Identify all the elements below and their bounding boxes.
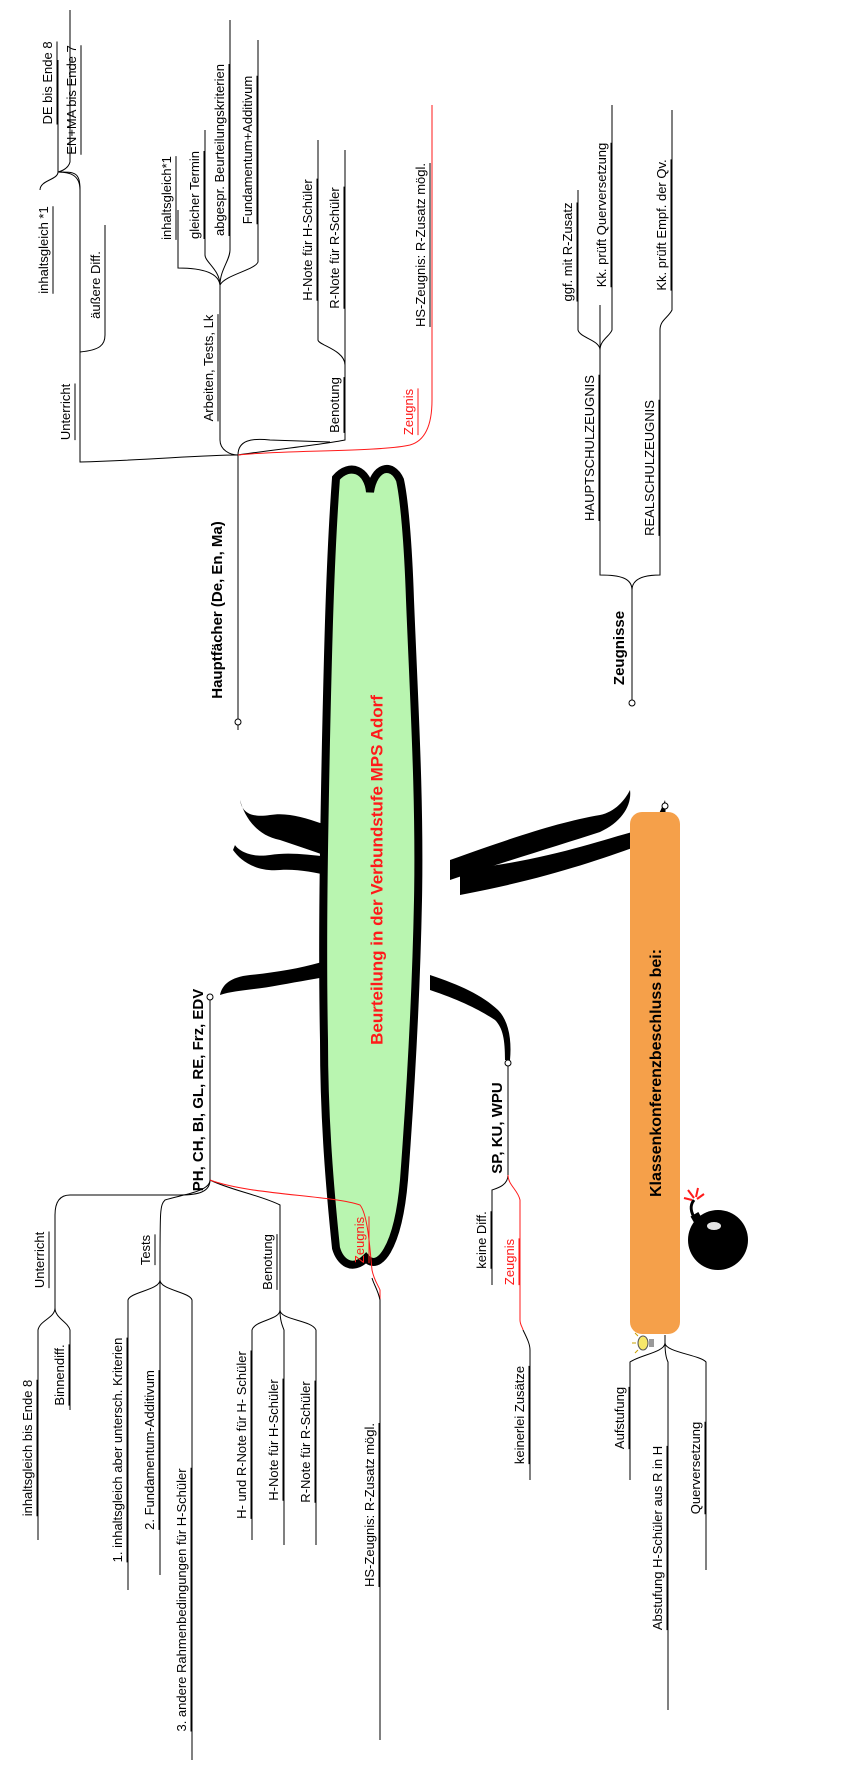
kk-node-dot bbox=[661, 802, 669, 810]
neben-unterricht-item-1[interactable]: inhaltsgleich bis Ende 8 bbox=[20, 1380, 35, 1517]
neben-tests-item-1[interactable]: 1. inhaltsgleich aber untersch. Kriterie… bbox=[110, 1338, 125, 1563]
neben-benotung-label[interactable]: Benotung bbox=[260, 1234, 275, 1290]
zeugnisse-branch-lines bbox=[577, 105, 673, 700]
neben-zeugnis-label[interactable]: Zeugnis bbox=[352, 1216, 367, 1263]
neben-node-dot bbox=[206, 993, 214, 1001]
lightbulb-icon bbox=[632, 1332, 654, 1354]
neben-branch-lines bbox=[37, 1000, 317, 1760]
sp-keinerlei-label[interactable]: keinerlei Zusätze bbox=[512, 1366, 527, 1464]
neben-zeugnis-item[interactable]: HS-Zeugnis: R-Zusatz mögl. bbox=[362, 1423, 377, 1587]
haupt-arbeiten-label[interactable]: Arbeiten, Tests, Lk bbox=[201, 314, 216, 421]
sp-branch-label[interactable]: SP, KU, WPU bbox=[489, 1082, 506, 1173]
zeugnisse-rs-label[interactable]: REALSCHULZEUGNIS bbox=[642, 400, 657, 536]
central-connectors bbox=[220, 790, 666, 1060]
haupt-benotung-item-2[interactable]: R-Note für R-Schüler bbox=[327, 187, 342, 309]
bomb-icon bbox=[683, 1187, 748, 1270]
haupt-en-ma-label[interactable]: EN+MA bis Ende 7 bbox=[64, 45, 79, 154]
haupt-benotung-item-1[interactable]: H-Note für H-Schüler bbox=[300, 179, 315, 301]
haupt-node-dot bbox=[234, 718, 242, 726]
zeugnisse-hs-label[interactable]: HAUPTSCHULZEUGNIS bbox=[582, 375, 597, 521]
neben-tests-item-3[interactable]: 3. andere Rahmenbedingungen für H-Schüle… bbox=[174, 1468, 189, 1732]
zeugnisse-hs-item-1[interactable]: ggf. mit R-Zusatz bbox=[560, 203, 575, 302]
haupt-zeugnis-item[interactable]: HS-Zeugnis: R-Zusatz mögl. bbox=[413, 163, 428, 327]
neben-benotung-item-2[interactable]: H-Note für H-Schüler bbox=[266, 1379, 281, 1501]
kk-branch-lines bbox=[629, 808, 707, 1710]
zeugnisse-rs-item[interactable]: Kk. prüft Empf. der Qv. bbox=[654, 159, 669, 290]
neben-unterricht-label[interactable]: Unterricht bbox=[32, 1231, 47, 1288]
sp-zeugnis-label[interactable]: Zeugnis bbox=[502, 1238, 517, 1285]
haupt-zeugnis-line bbox=[237, 105, 433, 456]
kk-item-1[interactable]: Aufstufung bbox=[612, 1387, 627, 1449]
haupt-arbeiten-item-3[interactable]: abgespr. Beurteilungskriterien bbox=[212, 64, 227, 236]
neben-benotung-item-1[interactable]: H- und R-Note für H- Schüler bbox=[234, 1351, 249, 1519]
cloud-shape bbox=[319, 465, 423, 1269]
haupt-unterricht-label[interactable]: Unterricht bbox=[58, 383, 73, 440]
kk-item-3[interactable]: Querversetzung bbox=[688, 1422, 703, 1515]
haupt-arbeiten-item-1[interactable]: inhaltsgleich*1 bbox=[159, 156, 174, 240]
kk-badge[interactable]: Klassenkonferenzbeschluss bei: bbox=[630, 812, 680, 1334]
zeugnisse-hs-item-2[interactable]: Kk. prüft Querversetzung bbox=[594, 143, 609, 288]
haupt-de-label[interactable]: DE bis Ende 8 bbox=[40, 41, 55, 124]
central-topic-cloud[interactable]: Beurteilung in der Verbundstufe MPS Ador… bbox=[319, 465, 423, 1269]
neben-tests-item-2[interactable]: 2. Fundamentum-Additivum bbox=[142, 1370, 157, 1530]
haupt-branch-label[interactable]: Hauptfächer (De, En, Ma) bbox=[209, 521, 226, 699]
neben-branch-label[interactable]: PH, CH, BI, GL, RE, Frz, EDV bbox=[190, 989, 207, 1192]
sp-zeugnis-line bbox=[507, 1174, 524, 1331]
zeugnisse-node-dot bbox=[628, 699, 636, 707]
haupt-arbeiten-item-2[interactable]: gleicher Termin bbox=[187, 151, 202, 239]
zeugnisse-branch-label[interactable]: Zeugnisse bbox=[611, 611, 628, 685]
sp-node-dot bbox=[504, 1059, 512, 1067]
haupt-zeugnis-label[interactable]: Zeugnis bbox=[401, 388, 416, 435]
haupt-aeussere-label[interactable]: äußere Diff. bbox=[88, 251, 103, 319]
neben-tests-label[interactable]: Tests bbox=[138, 1234, 153, 1265]
kk-item-2[interactable]: Abstufung H-Schüler aus R in H bbox=[650, 1446, 665, 1630]
haupt-arbeiten-item-4[interactable]: Fundamentum+Additivum bbox=[240, 76, 255, 225]
neben-zeugnis-line bbox=[209, 1179, 381, 1740]
neben-benotung-item-3[interactable]: R-Note für R-Schüler bbox=[298, 1381, 313, 1503]
haupt-benotung-label[interactable]: Benotung bbox=[327, 377, 342, 433]
kk-branch-label: Klassenkonferenzbeschluss bei: bbox=[648, 949, 665, 1197]
haupt-inhaltsgleich-label[interactable]: inhaltsgleich *1 bbox=[36, 206, 51, 293]
haupt-branch-lines bbox=[39, 10, 346, 730]
sp-keine-label[interactable]: keine Diff. bbox=[474, 1211, 489, 1269]
neben-unterricht-item-2[interactable]: Binnendiff. bbox=[52, 1344, 67, 1405]
central-topic-title: Beurteilung in der Verbundstufe MPS Ador… bbox=[367, 695, 386, 1045]
